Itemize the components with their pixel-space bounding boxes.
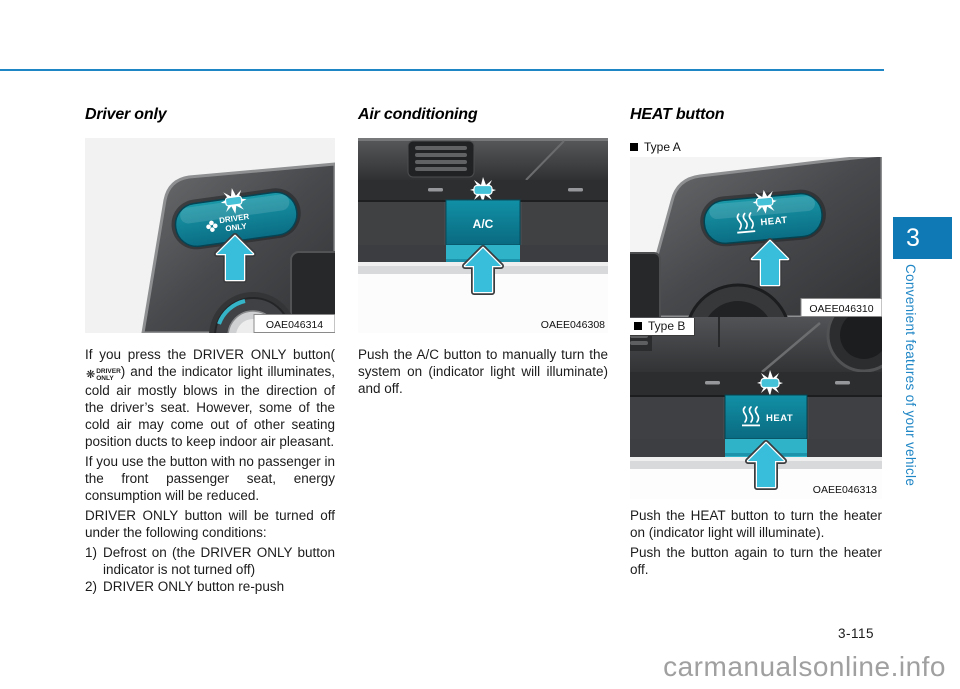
figure-caption: OAEE046313 [813, 484, 877, 496]
fan-icon: ❋ [86, 369, 96, 381]
chapter-title-vertical-text: Convenient features of your vehicle [903, 264, 918, 487]
indicator-light-starburst-icon [757, 370, 783, 396]
figure-caption: OAEE046308 [541, 319, 605, 331]
panel-dash-left [428, 188, 443, 192]
ac-panel-illustration: A/C OAEE046308 [358, 138, 608, 333]
press-arrow-icon [745, 440, 787, 490]
heat-button-heading: HEAT button [630, 106, 725, 123]
press-arrow-icon [462, 245, 504, 295]
heat-waves-icon [742, 406, 760, 427]
press-arrow-icon [749, 238, 791, 288]
chapter-number-tab: 3 [893, 217, 952, 259]
type-b-label: Type B [630, 318, 696, 336]
condition-list-item-1: 1) Defrost on (the DRIVER ONLY button in… [85, 545, 335, 577]
heat-type-a-illustration: HEAT OAEE046310 [630, 157, 882, 317]
column-air-conditioning: Air conditioning [358, 105, 608, 400]
display-window [630, 252, 661, 317]
panel-dash-left [705, 381, 720, 385]
ac-paragraph-1: Push the A/C button to manually turn the… [358, 347, 608, 396]
knob-teal-arc [217, 299, 246, 325]
figure-caption: OAE046314 [266, 319, 323, 331]
indicator-light-starburst-icon [220, 188, 247, 214]
figure-caption: OAEE046310 [809, 303, 873, 315]
figure-caption-box: OAEE046310 [800, 298, 882, 317]
driver-only-figure: DRIVER ONLY OAE046314 [85, 138, 335, 333]
heat-button: HEAT [700, 189, 826, 247]
driver-only-heading: Driver only [85, 106, 167, 123]
driver-only-button: DRIVER ONLY [171, 188, 301, 250]
heat-type-a-figure: HEAT OAEE046310 [630, 157, 882, 317]
top-divider-rule [0, 69, 884, 71]
air-conditioning-heading: Air conditioning [358, 106, 478, 123]
driver-only-panel-illustration: DRIVER ONLY OAE046314 [85, 138, 335, 333]
heat-waves-icon [736, 212, 756, 234]
square-marker-icon [630, 143, 638, 151]
panel-dash-right [568, 188, 583, 192]
square-marker-icon [634, 322, 642, 330]
ac-figure: A/C OAEE046308 [358, 138, 608, 333]
air-vent [407, 140, 475, 178]
page-number: 3-115 [838, 626, 875, 641]
ac-button: A/C [445, 199, 521, 246]
watermark-text: carmanualsonline.info [663, 651, 946, 682]
driver-only-text: If you press the DRIVER ONLY button(❋DRI… [85, 346, 335, 595]
indicator-light-starburst-icon [470, 177, 496, 203]
driver-only-button-label-line1: DRIVER [219, 212, 250, 225]
column-heat-button: HEAT button Type A [630, 105, 882, 581]
driver-only-paragraph-3: DRIVER ONLY button will be turned off un… [85, 508, 335, 540]
panel-dash-right [835, 381, 850, 385]
heat-button-label: HEAT [766, 413, 793, 424]
type-a-label: Type A [630, 140, 882, 154]
driver-only-button-label-line2: ONLY [225, 221, 248, 233]
heat-button: HEAT [724, 394, 808, 440]
heat-type-b-figure: Type B [630, 317, 882, 499]
figure-caption-box: OAE046314 [253, 314, 335, 333]
ac-button-label: A/C [473, 217, 494, 231]
heat-button-label: HEAT [760, 215, 788, 228]
column-driver-only: Driver only [85, 105, 335, 595]
heat-paragraph-2: Push the button again to turn the heater… [630, 545, 882, 577]
indicator-light-starburst-icon [752, 189, 777, 214]
heat-button-text: Push the HEAT button to turn the heater … [630, 507, 882, 578]
press-arrow-icon [214, 233, 256, 283]
heat-type-b-illustration: HEAT OAEE046313 [630, 317, 882, 499]
air-conditioning-text: Push the A/C button to manually turn the… [358, 346, 608, 397]
driver-only-paragraph-2: If you use the button with no passenger … [85, 454, 335, 503]
temperature-knob [826, 317, 882, 373]
fan-icon [206, 220, 218, 232]
condition-list-item-2: 2) DRIVER ONLY button re-push [85, 579, 285, 594]
driver-only-paragraph-1: If you press the DRIVER ONLY button(❋DRI… [85, 347, 335, 449]
temperature-knob [688, 283, 788, 317]
heat-paragraph-1: Push the HEAT button to turn the heater … [630, 508, 882, 540]
